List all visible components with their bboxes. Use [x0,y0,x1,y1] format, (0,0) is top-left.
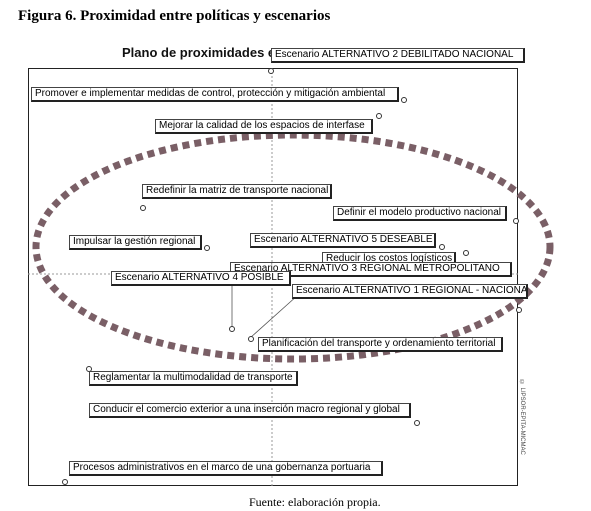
policy-label-definir: Definir el modelo productivo nacional [333,206,507,221]
policy-label-mejorar: Mejorar la calidad de los espacios de in… [155,119,373,134]
scenario-label-alt1: Escenario ALTERNATIVO 1 REGIONAL - NACIO… [292,284,528,299]
point-marker [513,218,519,224]
figure-source: Fuente: elaboración propia. [249,495,381,509]
point-marker [140,205,146,211]
scenario-label-alt3: Escenario ALTERNATIVO 3 REGIONAL METROPO… [230,262,512,277]
policy-label-redefinir: Redefinir la matriz de transporte nacion… [142,184,332,199]
point-marker [62,479,68,485]
policy-label-conducir: Conducir el comercio exterior a una inse… [89,403,411,418]
plot-title: Plano de proximidades e [122,45,276,60]
connector-line [249,294,299,339]
point-marker [516,307,522,313]
policy-label-impulsar: Impulsar la gestión regional [69,235,202,250]
scenario-label-alt2: Escenario ALTERNATIVO 2 DEBILITADO NACIO… [271,48,525,63]
policy-label-promover: Promover e implementar medidas de contro… [31,87,399,102]
point-marker [204,245,210,251]
policy-label-planificacion: Planificación del transporte y ordenamie… [258,337,503,352]
figure-title: Figura 6. Proximidad entre políticas y e… [18,8,331,24]
scenario-label-alt5: Escenario ALTERNATIVO 5 DESEABLE [250,233,436,248]
policy-label-reglamentar: Reglamentar la multimodalidad de transpo… [89,371,298,386]
point-marker [268,68,274,74]
point-marker [401,97,407,103]
copyright-watermark: © LIPSOR-EPITA-MICMAC [519,380,525,455]
point-marker [439,244,445,250]
point-marker [229,326,235,332]
proximity-ellipse [32,131,554,363]
scenario-label-alt4: Escenario ALTERNATIVO 4 POSIBLE [111,271,291,286]
point-marker [248,336,254,342]
policy-label-procesos: Procesos administrativos en el marco de … [69,461,383,476]
point-marker [414,420,420,426]
point-marker [376,113,382,119]
point-marker [463,250,469,256]
